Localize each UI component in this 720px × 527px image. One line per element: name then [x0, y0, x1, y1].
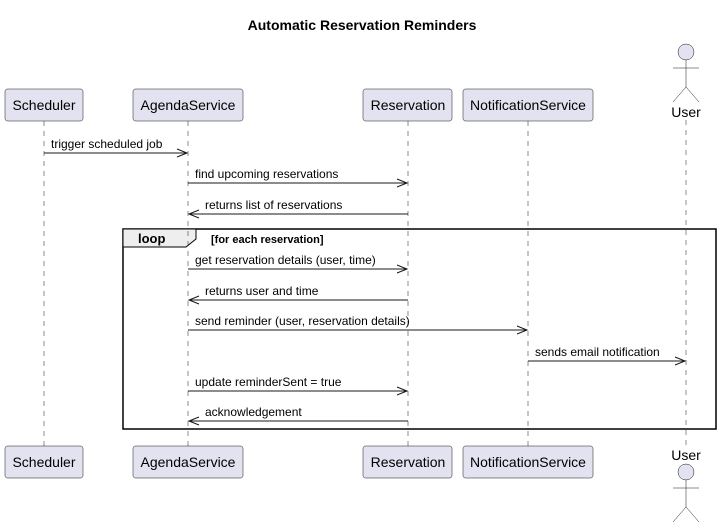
- arrowhead-icon: [187, 209, 200, 219]
- participant-label: User: [671, 104, 701, 120]
- participant-reservation-top: Reservation: [362, 88, 453, 122]
- arrowhead-icon: [176, 148, 189, 158]
- message-label: find upcoming reservations: [195, 167, 338, 181]
- message-3: returns list of reservations: [187, 198, 408, 219]
- message-2: find upcoming reservations: [188, 167, 409, 188]
- participant-user-bottom: User: [671, 447, 701, 523]
- message-5: returns user and time: [187, 284, 408, 305]
- arrowhead-icon: [396, 178, 409, 188]
- actor-figure: [672, 43, 700, 103]
- message-label: send reminder (user, reservation details…: [195, 314, 410, 328]
- message-1: trigger scheduled job: [44, 137, 189, 158]
- message-label: returns list of reservations: [205, 198, 342, 212]
- message-label: sends email notification: [535, 345, 660, 359]
- participant-label: NotificationService: [470, 454, 586, 470]
- loop-frame: loop [for each reservation]: [122, 228, 717, 430]
- message-7: sends email notification: [528, 345, 687, 366]
- participant-scheduler-bottom: Scheduler: [4, 445, 84, 479]
- message-4: get reservation details (user, time): [188, 253, 409, 274]
- participant-user-top: User: [671, 43, 701, 120]
- participant-label: Scheduler: [12, 97, 75, 113]
- arrowhead-icon: [187, 295, 200, 305]
- participant-agenda-service-bottom: AgendaService: [132, 445, 244, 479]
- message-label: returns user and time: [205, 284, 319, 298]
- participant-agenda-service-top: AgendaService: [132, 88, 244, 122]
- message-label: get reservation details (user, time): [195, 253, 376, 267]
- participants-top: Scheduler AgendaService Reservation Notific…: [4, 43, 701, 122]
- participant-label: AgendaService: [141, 97, 236, 113]
- message-9: acknowledgement: [187, 405, 408, 426]
- message-label: update reminderSent = true: [195, 375, 342, 389]
- participant-label: User: [671, 447, 701, 463]
- message-label: acknowledgement: [205, 405, 302, 419]
- arrowhead-icon: [516, 325, 529, 335]
- participant-label: Reservation: [371, 454, 446, 470]
- messages: trigger scheduled job find upcoming reser…: [44, 137, 687, 426]
- arrowhead-icon: [674, 356, 687, 366]
- participant-scheduler-top: Scheduler: [4, 88, 84, 122]
- participants-bottom: Scheduler AgendaService Reservation Notific…: [4, 445, 701, 523]
- actor-figure: [672, 463, 700, 523]
- participant-notification-service-bottom: NotificationService: [462, 445, 594, 479]
- arrowhead-icon: [187, 416, 200, 426]
- arrowhead-icon: [396, 264, 409, 274]
- participant-label: Scheduler: [12, 454, 75, 470]
- message-8: update reminderSent = true: [188, 375, 409, 396]
- message-label: trigger scheduled job: [51, 137, 163, 151]
- participant-notification-service-top: NotificationService: [462, 88, 594, 122]
- participant-label: AgendaService: [141, 454, 236, 470]
- loop-condition: [for each reservation]: [211, 234, 324, 246]
- lifelines: [43, 120, 687, 446]
- loop-keyword: loop: [138, 231, 165, 246]
- participant-label: NotificationService: [470, 97, 586, 113]
- participant-label: Reservation: [371, 97, 446, 113]
- diagram-title: Automatic Reservation Reminders: [248, 17, 477, 33]
- participant-reservation-bottom: Reservation: [362, 445, 453, 479]
- arrowhead-icon: [396, 386, 409, 396]
- message-6: send reminder (user, reservation details…: [188, 314, 529, 335]
